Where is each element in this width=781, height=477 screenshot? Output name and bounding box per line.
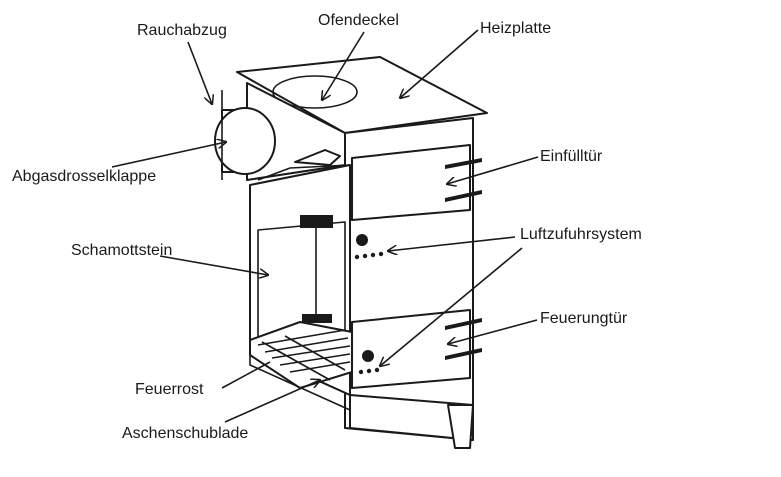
leader-abgasdrosselklappe <box>111 142 226 168</box>
fireclay-bottom-block <box>302 314 332 323</box>
fill-door-hinge-top <box>445 158 482 169</box>
label-aschenschublade: Aschenschublade <box>122 425 249 442</box>
label-feuerungtuer: Feuerungtür <box>540 310 628 327</box>
leader-feuerungtuer <box>448 319 538 344</box>
leader-lines <box>111 29 539 423</box>
flue-pipe <box>214 107 276 175</box>
doors <box>351 144 482 389</box>
leader-luftzufuhr-upper <box>388 236 516 251</box>
fill-door-hinge-bottom <box>445 190 482 202</box>
ash-drawer-front <box>349 394 474 441</box>
firing-door-hinge-top <box>445 318 482 330</box>
firing-door-hinge-bottom <box>445 348 482 360</box>
fireclay-top-block <box>300 215 333 228</box>
heating-plate <box>236 56 488 134</box>
leader-luftzufuhr-lower <box>380 247 523 366</box>
label-feuerrost: Feuerrost <box>135 381 204 398</box>
air-supply <box>354 234 384 375</box>
label-ofendeckel: Ofendeckel <box>318 12 399 29</box>
grate-frame <box>249 321 353 389</box>
label-heizplatte: Heizplatte <box>480 20 552 37</box>
air-knob-lower <box>362 350 374 362</box>
label-luftzufuhrsystem: Luftzufuhrsystem <box>520 226 642 243</box>
leader-schamottstein <box>159 255 268 275</box>
leader-ofendeckel <box>322 31 365 100</box>
baffle <box>294 149 341 166</box>
air-knob-upper <box>356 234 368 246</box>
label-rauchabzug: Rauchabzug <box>137 22 227 39</box>
leader-rauchabzug <box>187 41 212 104</box>
leader-aschenschublade <box>224 380 320 423</box>
stove-foot <box>447 404 474 449</box>
label-abgasdrosselklappe: Abgasdrosselklappe <box>12 168 157 185</box>
label-einfuelltuer: Einfülltür <box>540 148 603 165</box>
fill-door <box>351 144 471 221</box>
stove-lid <box>272 75 358 109</box>
leader-heizplatte <box>400 29 479 98</box>
stove-body <box>214 56 488 449</box>
leader-feuerrost <box>221 361 271 389</box>
label-schamottstein: Schamottstein <box>71 242 173 259</box>
firing-door <box>351 309 471 389</box>
leader-einfuelltuer <box>447 156 539 184</box>
fire-grate <box>249 321 353 389</box>
